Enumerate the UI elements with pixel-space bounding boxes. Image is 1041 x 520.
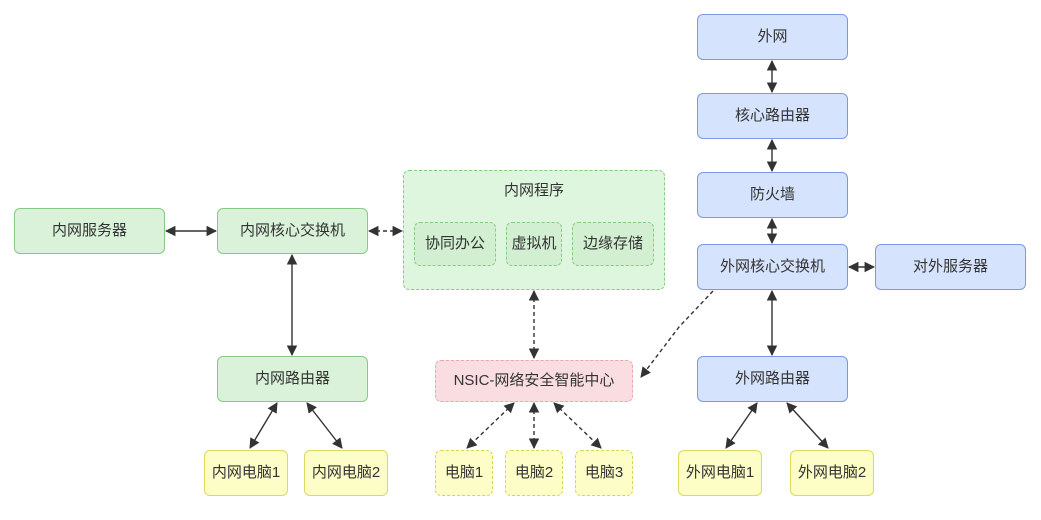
node-external-server: 对外服务器	[875, 244, 1026, 290]
node-collab-office: 协同办公	[414, 222, 496, 266]
edge-nsic-pc3	[553, 402, 602, 449]
node-internal-pc2: 内网电脑2	[304, 450, 388, 496]
node-virtual-machine: 虚拟机	[506, 222, 562, 266]
node-external-pc1: 外网电脑1	[678, 450, 762, 496]
node-firewall-label: 防火墙	[749, 186, 795, 203]
node-internal-pc1-label: 内网电脑1	[211, 464, 281, 481]
edge-nsic-pc1	[466, 402, 515, 449]
node-firewall: 防火墙	[697, 172, 848, 218]
node-edge-storage-label: 边缘存储	[582, 235, 643, 252]
node-nsic-label: NSIC-网络安全智能中心	[453, 372, 615, 389]
node-external-router-label: 外网路由器	[734, 370, 810, 387]
node-external-router: 外网路由器	[697, 356, 848, 402]
node-external-core-switch: 外网核心交换机	[697, 244, 848, 290]
node-collab-office-label: 协同办公	[424, 235, 485, 252]
node-internal-pc1: 内网电脑1	[204, 450, 288, 496]
node-internal-server-label: 内网服务器	[51, 222, 127, 239]
group-internal-programs-title: 内网程序	[503, 182, 564, 199]
node-nsic: NSIC-网络安全智能中心	[435, 360, 633, 402]
node-pc2-label: 电脑2	[514, 464, 554, 481]
node-external-server-label: 对外服务器	[912, 258, 988, 275]
node-pc3-label: 电脑3	[584, 464, 624, 481]
edge-internal-router-internal-pc1	[249, 402, 278, 449]
edge-external-router-external-pc1	[725, 402, 758, 449]
node-core-router: 核心路由器	[697, 93, 848, 139]
node-pc3: 电脑3	[575, 450, 633, 496]
node-pc1: 电脑1	[435, 450, 493, 496]
node-external-pc1-label: 外网电脑1	[685, 464, 755, 481]
edge-external-router-external-pc2	[786, 402, 829, 449]
node-external-core-switch-label: 外网核心交换机	[719, 258, 825, 275]
edge-internal-router-internal-pc2	[306, 402, 343, 449]
node-core-router-label: 核心路由器	[734, 107, 810, 124]
node-pc2: 电脑2	[505, 450, 563, 496]
node-external-network-label: 外网	[757, 28, 788, 45]
node-virtual-machine-label: 虚拟机	[511, 235, 557, 252]
node-external-pc2: 外网电脑2	[790, 450, 874, 496]
node-internal-server: 内网服务器	[14, 208, 165, 254]
node-external-network: 外网	[697, 14, 848, 60]
node-pc1-label: 电脑1	[444, 464, 484, 481]
node-internal-pc2-label: 内网电脑2	[311, 464, 381, 481]
node-internal-core-switch-label: 内网核心交换机	[239, 222, 345, 239]
node-edge-storage: 边缘存储	[572, 222, 654, 266]
node-internal-core-switch: 内网核心交换机	[217, 208, 368, 254]
node-external-pc2-label: 外网电脑2	[797, 464, 867, 481]
node-internal-router: 内网路由器	[217, 356, 368, 402]
node-internal-router-label: 内网路由器	[254, 370, 330, 387]
